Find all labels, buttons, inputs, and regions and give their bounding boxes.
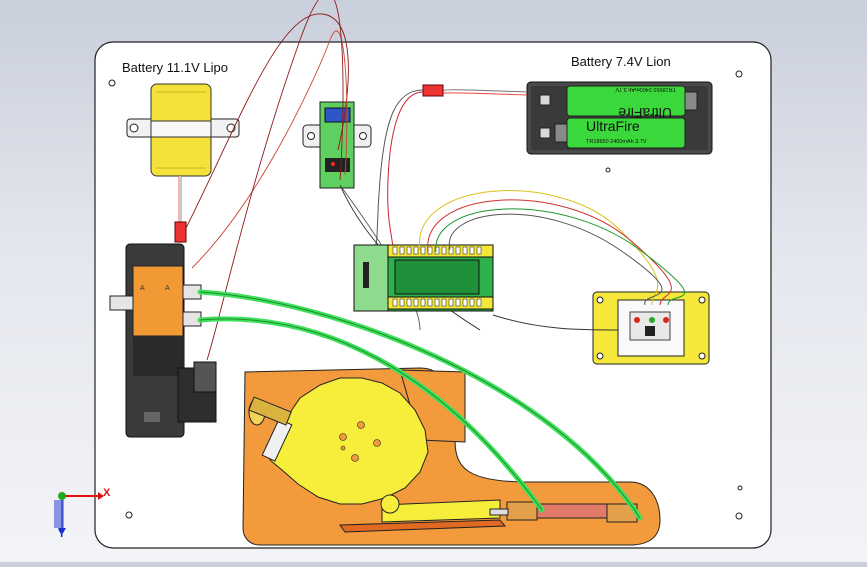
battery-lion-label: Battery 7.4V Lion (571, 54, 671, 69)
lipo-battery (126, 83, 240, 177)
svg-text:A: A (140, 285, 145, 292)
cell-top-spec: TR18650 2400mAh 3.7V (615, 86, 676, 92)
solenoid-valve: A A (109, 243, 217, 438)
lipo-lead (174, 176, 187, 243)
battery-lipo-label: Battery 11.1V Lipo (122, 60, 228, 75)
axis-x-label: X (103, 487, 111, 499)
cell-bottom-brand: UltraFire (586, 118, 640, 134)
axis-triad-icon (54, 492, 104, 534)
gear-mechanism (242, 367, 661, 546)
pneumatic-cylinder (489, 501, 638, 523)
signal-wires (419, 190, 686, 331)
power-wires (185, 0, 481, 361)
axis-y-label: Y (58, 528, 66, 540)
terminal-board (353, 244, 494, 312)
cell-bottom-spec: TR18650 2400mAh 3.7V (586, 139, 647, 145)
sensor-board (592, 291, 710, 365)
svg-text:A: A (165, 285, 170, 292)
lion-lead (371, 84, 528, 253)
lion-battery-holder: UltraFire TR18650 2400mAh 3.7V UltraFire… (526, 81, 713, 155)
cell-top-brand: UltraFire (618, 105, 672, 121)
relay-module (302, 101, 372, 189)
